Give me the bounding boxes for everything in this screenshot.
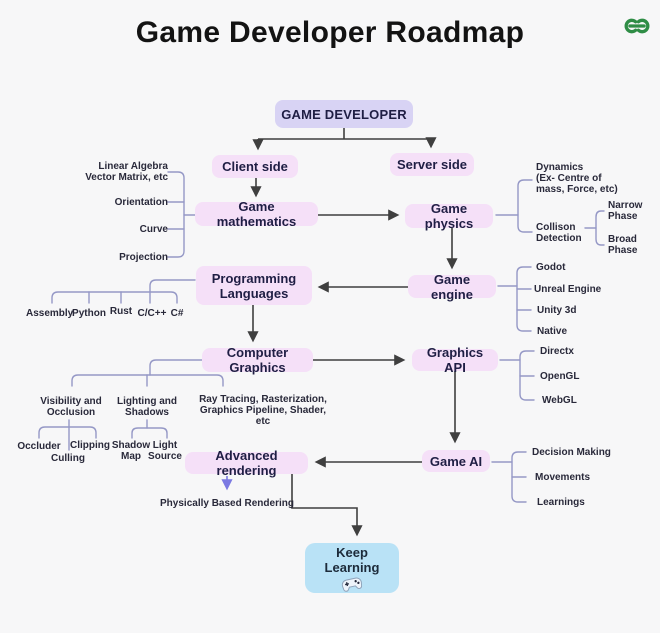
label-movements: Movements [535,472,591,483]
label-occluder: Occluder [17,441,61,452]
label-native: Native [537,326,568,337]
label-assembly: Assembly [26,308,74,319]
label-webgl: WebGL [542,395,577,406]
node-game-mathematics: Game mathematics [195,199,318,229]
label-learnings: Learnings [537,497,585,508]
node-keep-learning: Keep Learning [305,543,399,593]
flow-arrows [247,128,461,537]
label-csharp: C# [170,308,184,319]
label-projection: Projection [119,252,168,263]
node-game-engine: Game engine [408,272,496,302]
label-collision-detection: Collison Detection [536,222,582,244]
label-python: Python [72,308,106,319]
label-rust: Rust [109,306,133,317]
label-clipping: Clipping [70,440,110,451]
label-opengl: OpenGL [540,371,580,382]
label-curve: Curve [139,224,168,235]
label-unreal-engine: Unreal Engine [534,284,602,295]
label-shadow-map: Shadow Map [111,440,151,462]
node-graphics-api: Graphics API [412,345,498,375]
keep-learning-label: Keep Learning [324,544,380,575]
label-physically-based-rendering: Physically Based Rendering [160,498,294,509]
label-linear-algebra: Linear Algebra Vector Matrix, etc [85,161,168,183]
bracket-wires [38,171,605,503]
node-game-ai: Game AI [422,450,490,472]
label-culling: Culling [51,453,85,464]
node-programming-languages: Programming Languages [196,266,312,305]
label-c-cpp: C/C++ [137,308,167,319]
label-godot: Godot [536,262,566,273]
node-client-side: Client side [212,155,298,178]
label-decision-making: Decision Making [532,447,611,458]
label-ray-tracing: Ray Tracing, Rasterization, Graphics Pip… [199,394,327,427]
label-directx: Directx [540,346,574,357]
label-dynamics: Dynamics (Ex- Centre of mass, Force, etc… [536,162,618,195]
node-computer-graphics: Computer Graphics [202,345,313,375]
gamepad-icon [341,577,363,592]
label-narrow-phase: Narrow Phase [608,200,643,222]
label-light-source: Light Source [148,440,182,462]
label-broad-phase: Broad Phase [608,234,638,256]
node-advanced-rendering: Advanced rendering [185,448,308,478]
page-title: Game Developer Roadmap [135,16,525,49]
node-game-physics: Game physics [405,201,493,231]
node-server-side: Server side [390,153,474,176]
geeksforgeeks-logo-icon [624,18,650,34]
label-orientation: Orientation [114,197,168,208]
label-visibility-occlusion: Visibility and Occlusion [40,396,102,418]
node-game-developer: GAME DEVELOPER [275,100,413,128]
label-unity-3d: Unity 3d [537,305,577,316]
label-lighting-shadows: Lighting and Shadows [117,396,177,418]
